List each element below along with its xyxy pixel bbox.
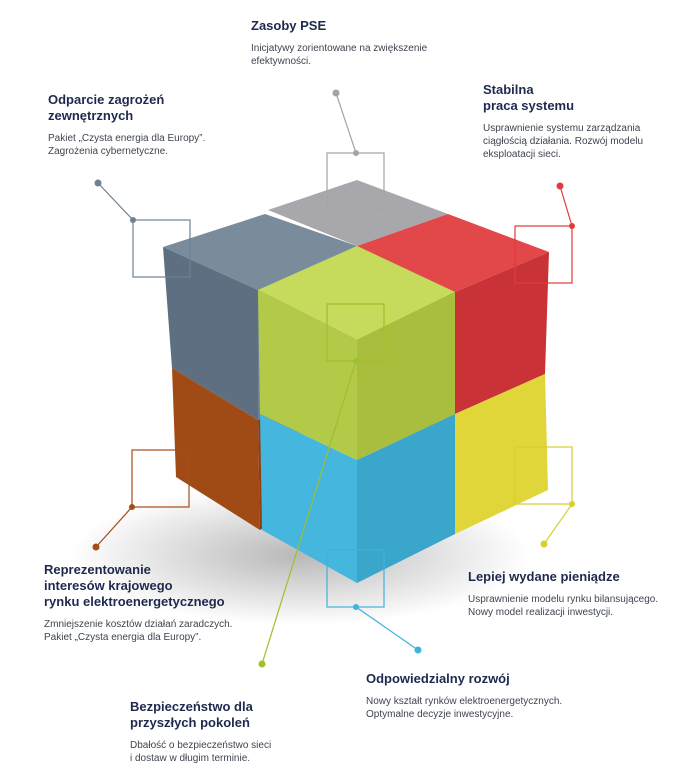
label-stabilna: Stabilna praca systemu Usprawnienie syst… bbox=[483, 82, 643, 161]
gray-cube bbox=[268, 180, 448, 246]
connector-stabilna bbox=[514, 182, 575, 284]
label-reprezentowanie: Reprezentowanie interesów krajowego rynk… bbox=[44, 562, 232, 644]
connector-odpowiedzialny bbox=[326, 549, 422, 654]
label-text: Inicjatywy zorientowane na zwiększenie e… bbox=[251, 43, 428, 67]
label-bezpieczenstwo: Bezpieczeństwo dla przyszłych pokoleń Db… bbox=[130, 699, 271, 765]
label-title: Bezpieczeństwo dla przyszłych pokoleń bbox=[130, 699, 253, 730]
label-title: Odparcie zagrożeń zewnętrznych bbox=[48, 92, 165, 123]
label-text: Dbałość o bezpieczeństwo sieci i dostaw … bbox=[130, 740, 272, 764]
connector-odparcie bbox=[94, 179, 191, 278]
label-title: Zasoby PSE bbox=[251, 18, 327, 33]
blue-cube bbox=[260, 414, 455, 583]
connector-lepiej bbox=[514, 446, 575, 548]
label-text: Usprawnienie systemu zarządzania ciągłoś… bbox=[483, 123, 644, 160]
label-text: Zmniejszenie kosztów działań zaradczych.… bbox=[44, 619, 233, 643]
label-text: Nowy kształt rynków elektroenergetycznyc… bbox=[366, 696, 563, 720]
label-text: Usprawnienie modelu rynku bilansującego.… bbox=[468, 594, 659, 618]
label-title: Reprezentowanie interesów krajowego rynk… bbox=[44, 562, 225, 609]
label-title: Odpowiedzialny rozwój bbox=[366, 671, 510, 686]
label-odparcie: Odparcie zagrożeń zewnętrznych Pakiet „C… bbox=[48, 92, 205, 158]
connector-zasoby bbox=[326, 89, 385, 211]
connector-reprezentowanie bbox=[92, 449, 190, 551]
label-title: Stabilna praca systemu bbox=[483, 82, 575, 113]
label-odpowiedzialny: Odpowiedzialny rozwój Nowy kształt rynkó… bbox=[366, 671, 562, 721]
label-title: Lepiej wydane pieniądze bbox=[468, 569, 620, 584]
label-zasoby-pse: Zasoby PSE Inicjatywy zorientowane na zw… bbox=[251, 18, 427, 68]
connector-bezpieczenstwo bbox=[258, 303, 385, 668]
label-lepiej: Lepiej wydane pieniądze Usprawnienie mod… bbox=[468, 569, 658, 619]
green-cube bbox=[258, 246, 455, 460]
label-text: Pakiet „Czysta energia dla Europy”. Zagr… bbox=[48, 133, 206, 157]
